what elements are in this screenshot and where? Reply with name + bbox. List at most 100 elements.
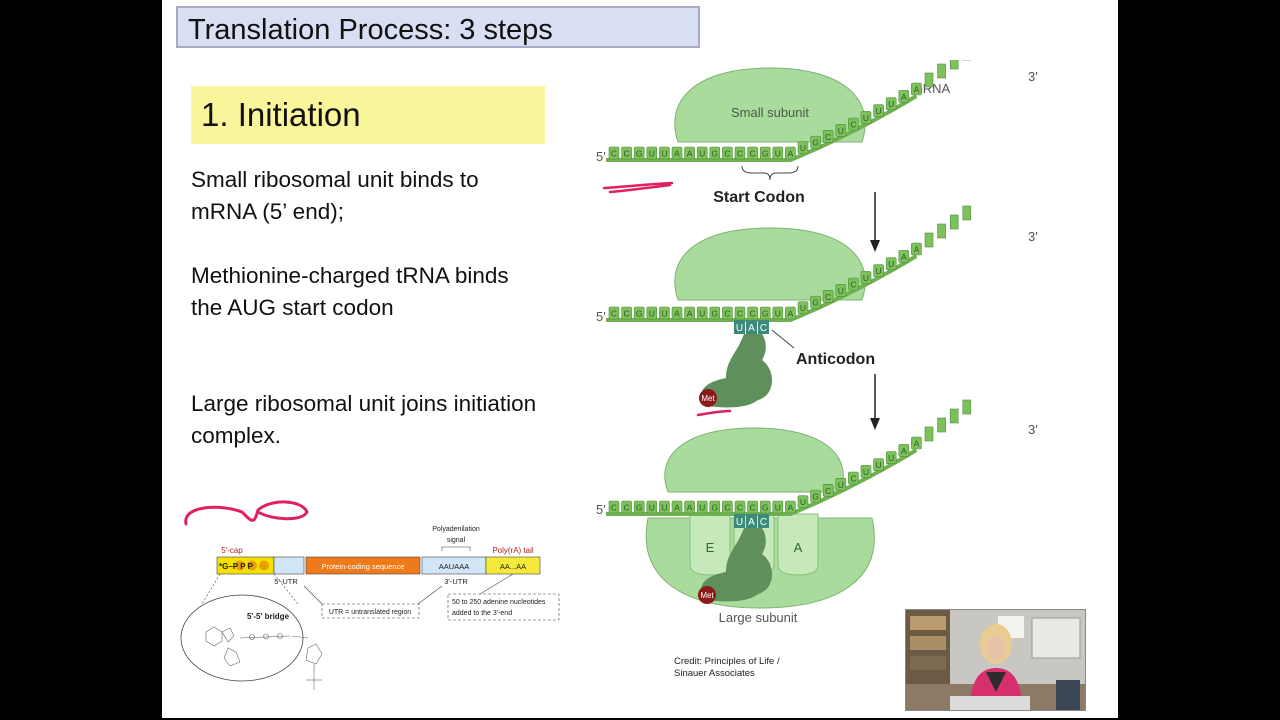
nucleotide-letter: G (812, 492, 819, 502)
pen-stroke-1 (602, 181, 674, 194)
nucleotide (734, 146, 746, 160)
nucleotide (709, 500, 721, 514)
nucleotide (772, 306, 784, 320)
nucleotide-letter: U (876, 106, 882, 116)
start-codon-brace (741, 165, 799, 181)
nucleotide-tail (949, 60, 959, 70)
nucleotide (747, 500, 758, 514)
nucleotide-letter: U (863, 273, 869, 283)
nucleotide-letter: G (711, 309, 718, 319)
met-label-2: Met (700, 591, 714, 600)
presenter-webcam (905, 609, 1086, 711)
small-subunit-label: Small subunit (731, 105, 809, 120)
adenine-note-line-2: added to the 3′-end (452, 610, 512, 617)
nucleotide-letter: U (888, 453, 894, 463)
nucleotide-letter: U (775, 309, 781, 319)
nucleotide-letter: A (901, 92, 907, 102)
nucleotide-letter: U (838, 286, 844, 296)
nucleotide-letter: G (636, 149, 643, 159)
nucleotide (747, 146, 758, 160)
nucleotide (722, 306, 733, 320)
anticodon-letter-1a: U (736, 323, 743, 334)
utr-note-box (321, 603, 420, 619)
nucleotide-tail (937, 223, 946, 239)
nucleotide-letter: G (711, 149, 718, 159)
anticodon-letter-2c: C (760, 517, 767, 528)
anticodon-letter-2a: U (736, 517, 743, 528)
nucleotide-letter: U (800, 497, 806, 507)
nucleotide (898, 444, 910, 457)
nucleotide (835, 283, 847, 297)
signal-label: signal (447, 537, 466, 544)
nucleotide (621, 306, 632, 320)
nucleotide (810, 295, 821, 309)
mrna-backbone (606, 94, 918, 162)
credit-line-2: Sinauer Associates (674, 668, 755, 679)
nucleotide (860, 465, 872, 478)
nucleotide-letter: U (661, 149, 667, 159)
nucleotide (797, 495, 809, 508)
nucleotide-tail (962, 399, 972, 415)
anticodon-box-2b (746, 514, 757, 528)
nucleotide (696, 500, 708, 514)
nucleotide-letter: C (624, 309, 630, 319)
nucleotide (822, 290, 834, 303)
nucleotide (621, 500, 632, 514)
nucleotide (671, 500, 683, 514)
nucleotide-letter: C (724, 149, 730, 159)
nucleotide (608, 306, 620, 320)
nucleotide (822, 484, 834, 497)
nucleotide (659, 500, 670, 514)
utr-note: UTR = untranslated region (329, 609, 411, 616)
anticodon-letter-1c: C (760, 323, 767, 334)
nucleotide (785, 306, 796, 320)
three-prime-label-3: 3′ (1028, 422, 1038, 437)
nucleotide-letter: U (775, 503, 781, 513)
nucleotide-letter: C (611, 149, 617, 159)
nucleotide (911, 82, 922, 96)
nucleotide-tail (949, 214, 959, 230)
nucleotide-letter: A (674, 503, 680, 513)
nucleotide (848, 277, 859, 291)
nucleotide (835, 123, 847, 137)
credit-line-1: Credit: Principles of Life / (674, 656, 780, 667)
nucleotide-letter: U (699, 309, 705, 319)
large-subunit-label: Large subunit (719, 610, 798, 625)
anticodon-box-1b (746, 320, 757, 334)
nucleotide (633, 306, 645, 320)
nucleotide (759, 146, 771, 160)
cap-pointer-right (273, 573, 299, 605)
nucleotide (860, 111, 872, 124)
nucleotide-letter: G (711, 503, 718, 513)
polya-label: Poly(rA) tail (492, 546, 534, 555)
paragraph-3-line-2: complex. (191, 423, 282, 448)
nucleotide-letter: C (850, 280, 856, 290)
nucleotide-letter: U (649, 149, 655, 159)
nucleotide (633, 500, 645, 514)
nucleotide (734, 306, 746, 320)
nucleotide-letter: U (876, 460, 882, 470)
nucleotide (621, 146, 632, 160)
nucleotide (696, 306, 708, 320)
nucleotide-letter: U (775, 149, 781, 159)
adenine-note-box (447, 593, 560, 621)
nucleotide-letter: U (649, 503, 655, 513)
nucleotide-tail (937, 417, 946, 433)
anticodon-box-1c (758, 320, 769, 334)
nucleotide (759, 306, 771, 320)
anticodon-label: Anticodon (796, 351, 875, 368)
nucleotide-letter: C (724, 309, 730, 319)
nucleotide-letter: U (888, 99, 894, 109)
nucleotide (608, 500, 620, 514)
nucleotide (911, 436, 922, 450)
nucleotide (835, 477, 847, 491)
nucleotide (885, 451, 897, 465)
nucleotide (722, 146, 733, 160)
nucleotide (772, 146, 784, 160)
nucleotide (911, 242, 922, 256)
met-circle-2 (698, 586, 716, 604)
anticodon-letter-1b: A (748, 323, 755, 334)
nucleotide-letter: G (636, 309, 643, 319)
